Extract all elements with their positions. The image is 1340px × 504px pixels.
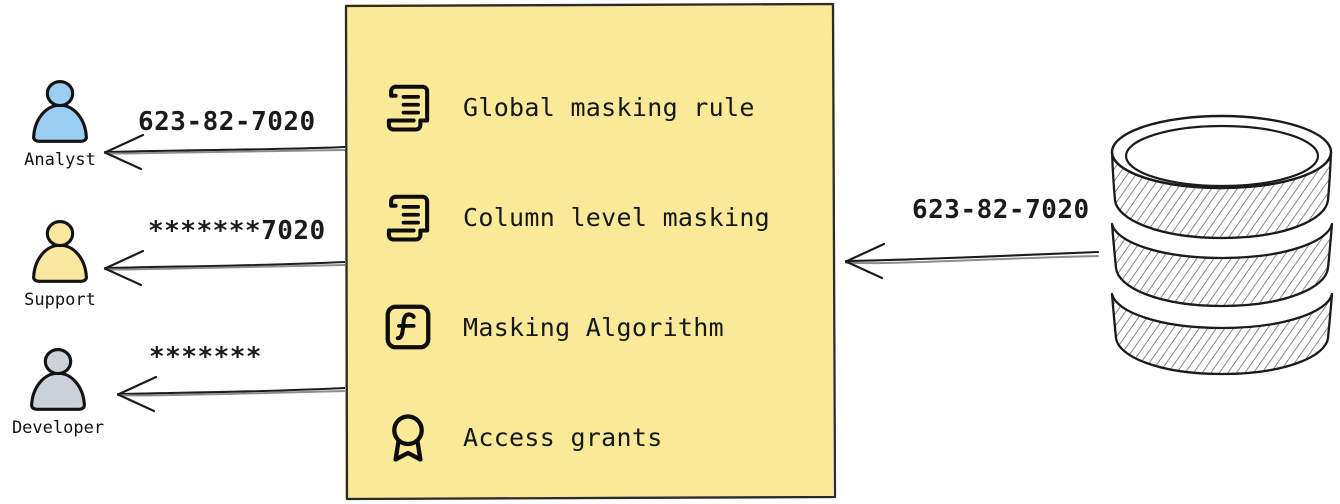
policy-item-access-grants[interactable]: Access grants: [345, 382, 833, 492]
actor-label: Developer: [11, 418, 105, 438]
arrow-db-to-policy: [844, 242, 1100, 280]
person-icon: [32, 79, 88, 143]
policy-item-label: Masking Algorithm: [463, 312, 724, 342]
policy-item-label: Access grants: [463, 422, 663, 452]
arrow-to-developer: [116, 375, 347, 413]
scroll-icon: [386, 194, 430, 242]
actor-label: Support: [24, 290, 96, 310]
database-cylinder-icon[interactable]: [1098, 106, 1340, 406]
policy-item-column-level-masking[interactable]: Column level masking: [345, 162, 833, 272]
scroll-icon: [386, 84, 430, 132]
actor-label: Analyst: [24, 150, 96, 170]
policy-item-list: Global masking rule Column level masking…: [345, 4, 833, 498]
policy-item-masking-algorithm[interactable]: Masking Algorithm: [345, 272, 833, 382]
function-box-icon: [385, 304, 431, 350]
policy-panel-border: [344, 2, 837, 501]
person-icon: [30, 347, 86, 411]
award-ribbon-icon: [392, 414, 424, 462]
arrow-label-source: 623-82-7020: [912, 195, 1090, 225]
arrow-to-support: [103, 249, 347, 287]
policy-item-label: Global masking rule: [463, 92, 755, 122]
actor-analyst[interactable]: Analyst: [0, 76, 120, 170]
arrow-to-analyst: [103, 133, 347, 171]
policy-item-label: Column level masking: [463, 202, 771, 232]
actor-developer[interactable]: Developer: [0, 344, 118, 438]
policy-item-global-masking-rule[interactable]: Global masking rule: [345, 52, 833, 162]
person-icon: [32, 219, 88, 283]
arrow-label-analyst: 623-82-7020: [138, 107, 316, 137]
actor-support[interactable]: Support: [0, 216, 120, 310]
arrow-label-developer: *******: [149, 342, 263, 372]
arrow-label-support: *******7020: [148, 216, 326, 246]
